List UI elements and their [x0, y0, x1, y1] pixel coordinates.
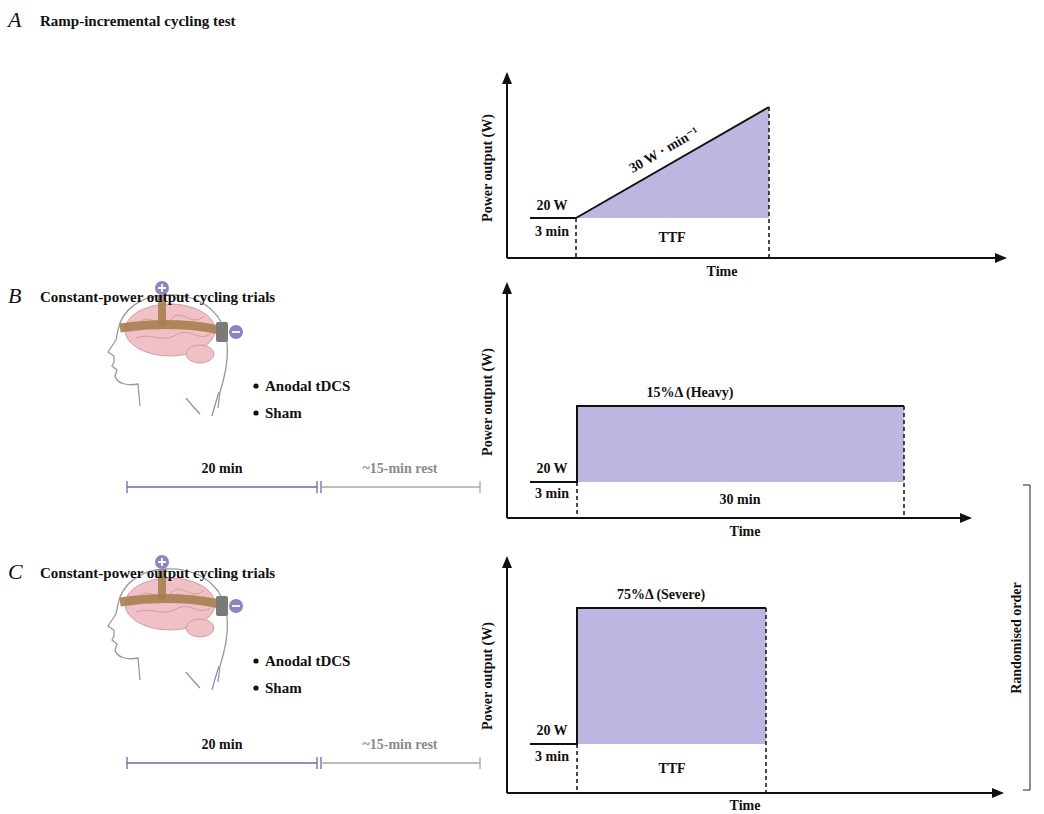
- timeline-label: 20 min: [202, 737, 243, 752]
- panel-title: Ramp-incremental cycling test: [40, 13, 236, 30]
- duration-label: 3 min: [535, 486, 569, 501]
- axis-label: Time: [730, 798, 761, 813]
- duration-label: 30 min: [720, 492, 761, 507]
- panel-letter: B: [8, 284, 21, 308]
- duration-label: 3 min: [535, 749, 569, 764]
- panel-letter: C: [8, 560, 23, 584]
- timeline-label: ~15-min rest: [362, 737, 437, 752]
- axis-label: Power output (W): [480, 114, 495, 222]
- condition-label: Anodal tDCS: [265, 378, 350, 395]
- axis-label: Time: [730, 524, 761, 539]
- axis-label: Power output (W): [480, 348, 495, 456]
- intensity-label: 15%Δ (Heavy): [647, 385, 734, 400]
- duration-label: 3 min: [535, 224, 569, 239]
- timeline-label: ~15-min rest: [362, 461, 437, 476]
- condition-label: Sham: [265, 405, 302, 422]
- panel-letter: A: [8, 8, 21, 32]
- panel-title: Constant-power output cycling trials: [40, 565, 275, 582]
- axis-label: Time: [707, 264, 738, 279]
- value-label: 20 W: [536, 723, 567, 738]
- bracket-label: Randomised order: [1009, 582, 1024, 694]
- axis-label: Power output (W): [480, 622, 495, 730]
- timeline-label: 20 min: [202, 461, 243, 476]
- duration-label: TTF: [658, 230, 685, 245]
- intensity-label: 75%Δ (Severe): [617, 587, 705, 602]
- value-label: 20 W: [536, 198, 567, 213]
- condition-label: Anodal tDCS: [265, 653, 350, 670]
- value-label: 20 W: [536, 461, 567, 476]
- condition-label: Sham: [265, 680, 302, 697]
- duration-label: TTF: [658, 761, 685, 776]
- panel-title: Constant-power output cycling trials: [40, 289, 275, 306]
